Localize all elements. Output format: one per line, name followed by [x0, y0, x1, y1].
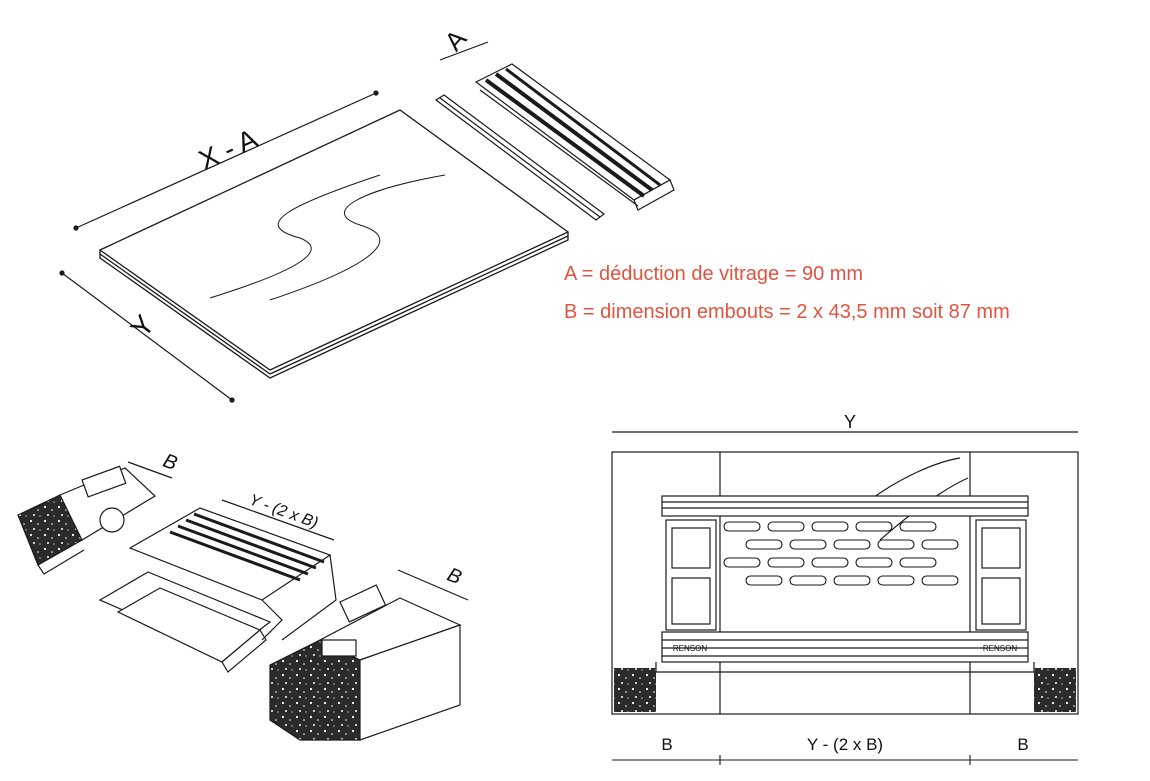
dimension-b-left — [127, 461, 173, 479]
legend-line-b: B = dimension embouts = 2 x 43,5 mm soit… — [564, 301, 1010, 323]
dimension-x-minus-a — [73, 90, 379, 231]
vent-slots — [723, 521, 959, 586]
label-b-right: B — [444, 564, 465, 589]
dimension-y-minus-2b-left — [221, 499, 335, 541]
label-a: A — [438, 23, 472, 56]
label-b-elevation-left: B — [661, 735, 672, 754]
wall-block-left — [614, 668, 656, 712]
vent-profile-icon — [474, 63, 675, 211]
brand-label-left: RENSON — [673, 644, 707, 653]
brand-label-right: RENSON — [983, 644, 1017, 653]
wall-block-right — [1034, 668, 1076, 712]
label-b-elevation-right: B — [1017, 735, 1028, 754]
end-cap-icon-left — [17, 465, 156, 575]
central-profile — [98, 507, 337, 673]
glazing-strip — [434, 94, 606, 221]
label-x-minus-a: X - A — [194, 123, 262, 176]
dimension-y-top — [59, 270, 235, 403]
legend-line-a: A = déduction de vitrage = 90 mm — [564, 263, 864, 285]
glass-panel-icon — [98, 109, 570, 379]
label-y-elevation: Y — [844, 412, 856, 432]
dimension-bottom-elevation — [612, 755, 1078, 765]
label-y-top: Y — [125, 309, 161, 343]
dimension-a — [439, 41, 489, 61]
front-elevation — [611, 431, 1079, 715]
end-cap-icon-right — [269, 584, 462, 741]
dimension-b-right — [397, 569, 469, 601]
label-b-left: B — [160, 450, 180, 475]
label-y-minus-2b-left: Y - (2 x B) — [247, 492, 320, 533]
label-y-minus-2b-elevation: Y - (2 x B) — [807, 735, 883, 754]
